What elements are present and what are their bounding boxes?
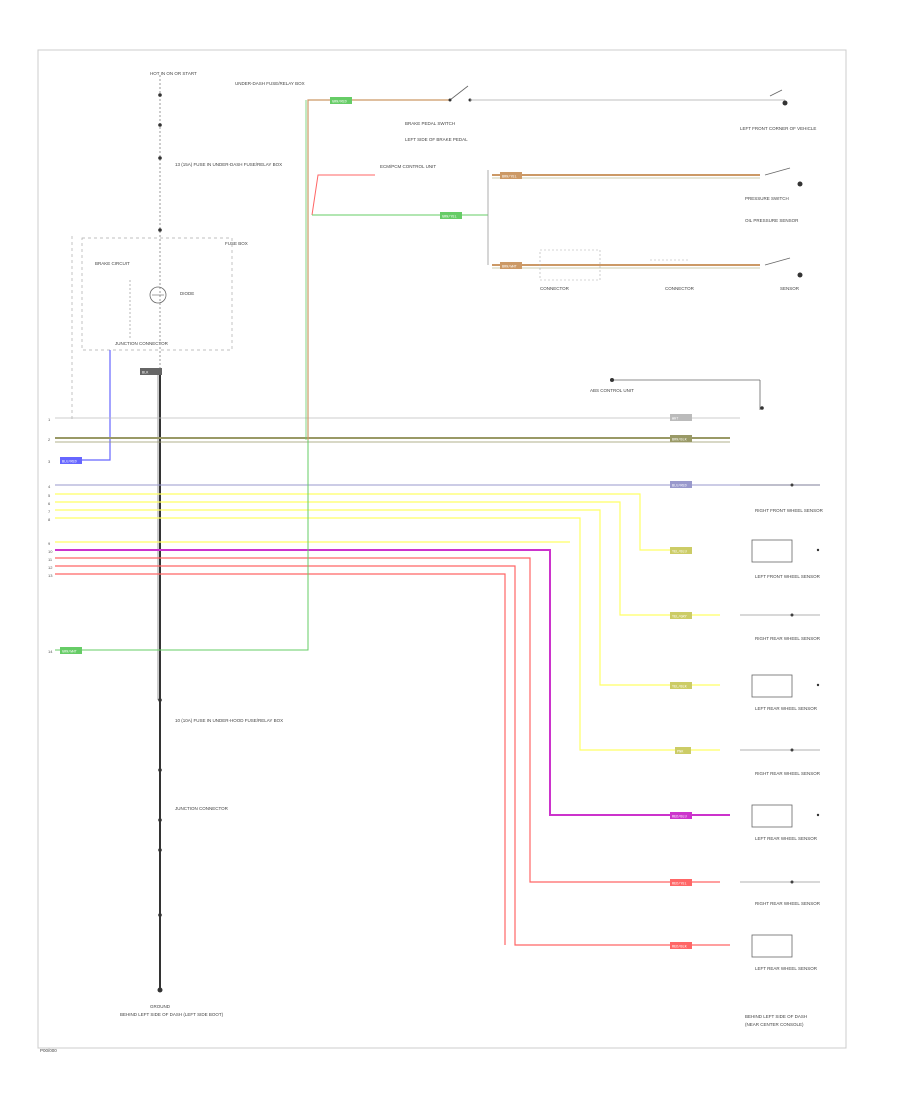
diagram-code: P00/000	[40, 1048, 57, 1053]
svg-text:9: 9	[48, 541, 51, 546]
svg-text:6: 6	[48, 501, 51, 506]
sensor-4	[751, 934, 793, 958]
ground-label-right: BEHIND LEFT SIDE OF DASH	[745, 1014, 807, 1019]
ground-label-right-2: (NEAR CENTER CONSOLE)	[745, 1022, 804, 1027]
svg-text:YEL/BLU: YEL/BLU	[672, 550, 687, 555]
left-junction-label: JUNCTION CONNECTOR	[115, 341, 169, 346]
svg-text:YEL/GRY: YEL/GRY	[672, 615, 688, 620]
svg-text:4: 4	[48, 484, 51, 489]
svg-text:1: 1	[48, 417, 51, 422]
svg-text:BRN/YEL: BRN/YEL	[502, 175, 517, 180]
svg-text:3: 3	[48, 459, 51, 464]
wire-code-6: YEL/BLK	[670, 682, 692, 690]
svg-text:12: 12	[48, 565, 53, 570]
right-label-7: RIGHT REAR WHEEL SENSOR	[755, 901, 821, 906]
wire-code-5: YEL/GRY	[670, 612, 692, 620]
left-diode-label: DIODE	[180, 291, 194, 296]
svg-text:RED/BLU: RED/BLU	[672, 815, 687, 820]
right-sensors	[740, 483, 820, 958]
ground-label-left: GROUND	[150, 1004, 171, 1009]
wire-code-3: BLU/RED	[670, 481, 692, 489]
harness-wires	[55, 200, 820, 946]
svg-text:8: 8	[48, 517, 51, 522]
right-label-6: LEFT REAR WHEEL SENSOR	[755, 836, 818, 841]
svg-text:10: 10	[48, 549, 53, 554]
svg-text:BRN/WHT: BRN/WHT	[502, 265, 517, 270]
ecm-label: ECM/PCM CONTROL UNIT	[380, 164, 436, 169]
svg-text:GRN/RED: GRN/RED	[332, 100, 347, 105]
ground-label-left-2: BEHIND LEFT SIDE OF DASH (LEFT SIDE BOOT…	[120, 1012, 224, 1017]
abs-label: ABS CONTROL UNIT	[590, 388, 634, 393]
right-label-4: LEFT REAR WHEEL SENSOR	[755, 706, 818, 711]
wire-code-9: RED/YEL	[670, 879, 692, 887]
svg-text:7: 7	[48, 509, 51, 514]
sensor-label: SENSOR	[780, 286, 800, 291]
lower-junction-label: JUNCTION CONNECTOR	[175, 806, 229, 811]
svg-text:BLU/RED: BLU/RED	[62, 460, 77, 465]
svg-text:BRN/BLK: BRN/BLK	[672, 438, 688, 443]
svg-text:RED/BLK: RED/BLK	[672, 945, 688, 950]
right-label-8: LEFT REAR WHEEL SENSOR	[755, 966, 818, 971]
right-label-2: LEFT FRONT WHEEL SENSOR	[755, 574, 821, 579]
left-bus	[71, 75, 233, 993]
upper-fuse-label: UNDER-DASH FUSE/RELAY BOX	[235, 81, 305, 86]
wire-code-17: BLK	[140, 368, 162, 376]
left-fuse-label: 13 (15A) FUSE IN UNDER-DASH FUSE/RELAY B…	[175, 162, 282, 167]
svg-text:GRN/YEL: GRN/YEL	[442, 215, 457, 220]
wire-code-11: GRN/WHT	[60, 647, 82, 655]
wire-code-10: RED/BLK	[670, 942, 692, 950]
connector-label-2: CONNECTOR	[665, 286, 695, 291]
sensor-3	[751, 804, 793, 828]
svg-text:RED/YEL: RED/YEL	[672, 882, 687, 887]
wire-code-1: WHT	[670, 414, 692, 422]
wire-code-12: BLU/RED	[60, 457, 82, 465]
left-module-label: FUSE BOX	[225, 241, 248, 246]
svg-text:WHT: WHT	[672, 418, 678, 422]
wire-code-2: BRN/BLK	[670, 435, 692, 443]
mid-right-label-2: OIL PRESSURE SENSOR	[745, 218, 799, 223]
lower-fuse-label: 10 (10A) FUSE IN UNDER-HOOD FUSE/RELAY B…	[175, 718, 283, 723]
left-circuit-label: BRAKE CIRCUIT	[95, 261, 130, 266]
right-label-1: RIGHT FRONT WHEEL SENSOR	[755, 508, 824, 513]
upper-right-circuits	[305, 85, 803, 440]
svg-text:YEL/BLK: YEL/BLK	[672, 685, 688, 690]
svg-text:GRN/WHT: GRN/WHT	[62, 650, 77, 655]
top-switch-label: BRAKE PEDAL SWITCH	[405, 121, 455, 126]
top-switch-sub: LEFT SIDE OF BRAKE PEDAL	[405, 137, 468, 142]
connector-label-1: CONNECTOR	[540, 286, 570, 291]
svg-text:2: 2	[48, 437, 51, 442]
svg-text:BLK: BLK	[142, 372, 149, 376]
sensor-2	[751, 674, 793, 698]
svg-text:13: 13	[48, 573, 53, 578]
svg-text:BLU/RED: BLU/RED	[672, 484, 687, 489]
right-label-5: RIGHT REAR WHEEL SENSOR	[755, 771, 821, 776]
right-label-3: RIGHT REAR WHEEL SENSOR	[755, 636, 821, 641]
wire-code-4: YEL/BLU	[670, 547, 692, 555]
pin-numbers: 1 2 3 4 5 6 7 8 9 10 11 12 13 14	[48, 417, 53, 654]
wire-code-13: GRN/RED	[330, 97, 352, 105]
mid-right-label-1: PRESSURE SWITCH	[745, 196, 789, 201]
svg-text:PNK: PNK	[677, 751, 684, 755]
svg-text:5: 5	[48, 493, 51, 498]
top-right-label: LEFT FRONT CORNER OF VEHICLE	[740, 126, 816, 131]
labels: HOT IN ON OR START UNDER-DASH FUSE/RELAY…	[40, 71, 824, 1053]
wire-code-8: RED/BLU	[670, 812, 692, 820]
wire-code-16: BRN/WHT	[500, 262, 522, 270]
wire-code-boxes: WHT BRN/BLK BLU/RED YEL/BLU YEL/GRY YEL/…	[60, 97, 692, 950]
svg-text:14: 14	[48, 649, 53, 654]
left-top-fuse-label: HOT IN ON OR START	[150, 71, 197, 76]
wire-code-7: PNK	[675, 747, 691, 755]
wire-code-15: BRN/YEL	[500, 172, 522, 180]
wire-code-14: GRN/YEL	[440, 212, 462, 220]
svg-text:11: 11	[48, 557, 53, 562]
sensor-1	[751, 539, 793, 563]
